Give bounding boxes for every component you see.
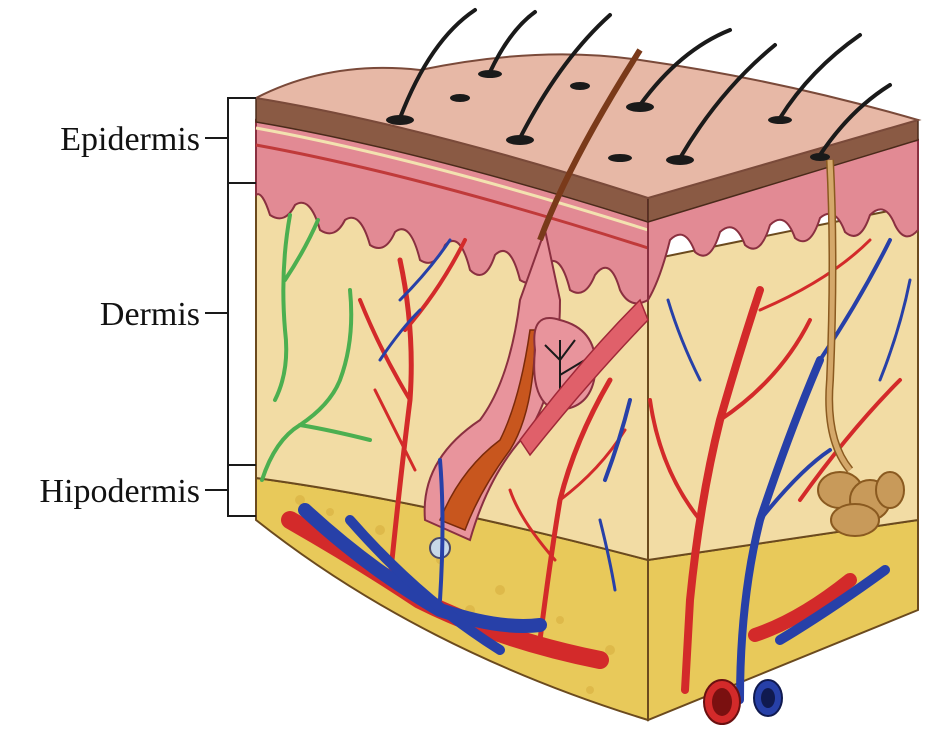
hypodermis-label: Hipodermis — [39, 473, 200, 510]
dermis-label: Dermis — [100, 296, 200, 333]
layer-bracket — [205, 98, 256, 516]
hair-papilla — [430, 538, 450, 558]
epidermis-label: Epidermis — [60, 121, 200, 158]
skin-block — [256, 98, 648, 720]
